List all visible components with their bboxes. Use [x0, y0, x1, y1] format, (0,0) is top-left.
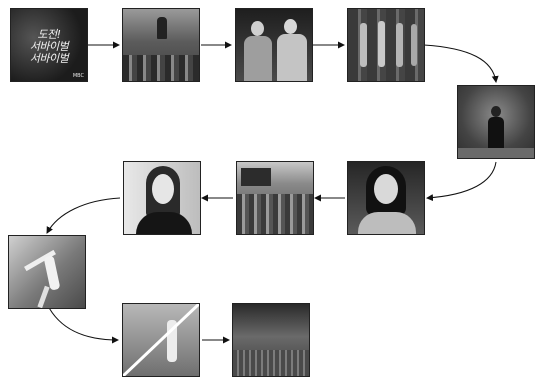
face: [374, 174, 398, 204]
frame-9-gymnast-pose: [8, 235, 86, 309]
crowd-row: [123, 55, 200, 82]
cross-out-line: [122, 303, 200, 377]
frame-4-dancers-lineup: [347, 8, 425, 82]
man-left-body: [244, 36, 272, 82]
arrow-8-9: [47, 198, 120, 233]
man-left-head: [251, 21, 264, 36]
title-card-text: 도전! 서바이벌 서바이벌: [15, 29, 83, 65]
dancer-3: [396, 23, 403, 67]
shoulders: [358, 212, 416, 235]
title-card-caption: MBC: [73, 73, 84, 79]
frame-3-two-men-saluting: [235, 8, 313, 82]
banner: [241, 168, 271, 186]
frame-11-arena-wide: [232, 303, 310, 377]
arena-floor: [233, 350, 310, 377]
frame-10-gymnast-crossed-out: [122, 303, 200, 377]
stage-figure: [157, 17, 167, 39]
man-right-body: [277, 34, 307, 82]
arrow-5-6: [427, 162, 496, 198]
face: [152, 174, 174, 204]
dancer-1: [360, 23, 367, 67]
frame-6-woman-closeup: [347, 161, 425, 235]
performer-head: [491, 106, 501, 117]
frame-2-stage-crowd: [122, 8, 200, 82]
frame-7-crowd-wide: [236, 161, 314, 235]
stage-floor: [458, 148, 535, 159]
arrow-9-10: [47, 304, 118, 340]
performer-body: [488, 117, 504, 151]
dancer-2: [378, 21, 385, 67]
arrow-4-5: [424, 45, 496, 82]
frame-5-single-performer: [457, 85, 535, 159]
crowd: [237, 194, 314, 235]
frame-1-title-card: 도전! 서바이벌 서바이벌 MBC: [10, 8, 88, 82]
dancer-4: [411, 24, 417, 66]
man-right-head: [284, 19, 297, 34]
frame-8-woman-portrait: [123, 161, 201, 235]
